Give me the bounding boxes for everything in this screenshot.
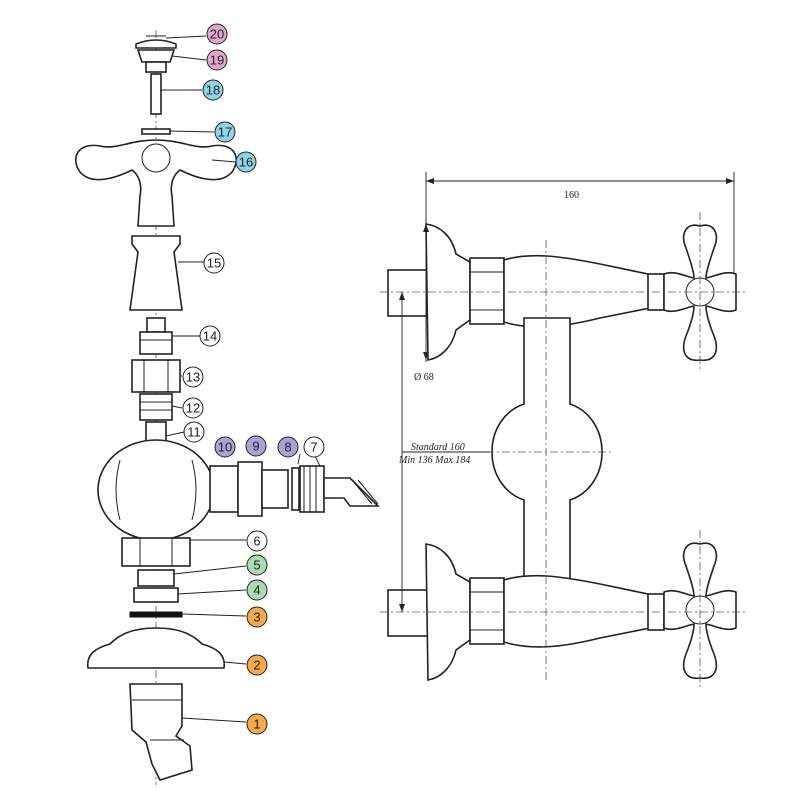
callout-circle-10: [214, 436, 236, 458]
part-10-nut: [237, 461, 263, 517]
standard-distance-label: Standard 160: [411, 442, 465, 453]
callout-circle-16: [235, 151, 257, 173]
callout-9: 9: [245, 435, 267, 457]
callout-number-15: 15: [207, 256, 221, 271]
callout-number-7: 7: [310, 440, 317, 455]
part-8-o-ring: [291, 467, 300, 511]
callout-circle-4: [246, 579, 268, 601]
width-label: 160: [564, 190, 579, 201]
callout-number-3: 3: [253, 610, 260, 625]
centre-distance-dimension: Standard 160 Min 136 Max 184: [398, 292, 490, 612]
callout-15: 15: [203, 252, 225, 274]
callout-number-20: 20: [210, 27, 224, 42]
part-17-washer: [141, 128, 171, 135]
callout-circle-20: [206, 23, 228, 45]
callout-circle-2: [246, 654, 268, 676]
callout-circle-5: [246, 554, 268, 576]
part-14-cartridge: [139, 317, 173, 355]
part-6-lower-nut: [121, 537, 191, 567]
callout-number-8: 8: [284, 440, 291, 455]
callout-10: 10: [214, 436, 236, 458]
callout-circle-8: [277, 436, 299, 458]
callout-number-11: 11: [187, 425, 201, 440]
callout-12: 12: [182, 397, 204, 419]
assembled-view: 160: [380, 172, 748, 690]
callout-circle-19: [206, 49, 228, 71]
callout-8: 8: [277, 436, 299, 458]
part-13-hex-nut: [131, 359, 181, 393]
lower-inlet: [387, 543, 505, 681]
central-body: [491, 317, 603, 589]
upper-arm: [503, 254, 665, 328]
part-20-cap: [135, 35, 177, 49]
callout-number-6: 6: [253, 534, 260, 549]
callout-16: 16: [235, 151, 257, 173]
callout-circle-14: [199, 325, 221, 347]
callout-number-9: 9: [252, 439, 259, 454]
part-3-seal: [129, 611, 183, 618]
exploded-view: 20 19 18 17 16 15 14 13 12 11 10 9 8 7 6 5 4 3 2 1: [75, 23, 380, 785]
callout-number-1: 1: [253, 717, 260, 732]
part-18-screw-stem: [150, 73, 162, 115]
callout-number-17: 17: [218, 125, 232, 140]
callout-1: 1: [246, 713, 268, 735]
callout-4: 4: [246, 579, 268, 601]
part-15-shroud: [129, 235, 183, 311]
callout-13: 13: [182, 366, 204, 388]
part-1-eccentric-fitting: [129, 683, 193, 781]
diameter-dimension: Ø 68: [414, 220, 434, 383]
part-4-washer: [133, 587, 179, 603]
callout-circle-15: [203, 252, 225, 274]
callout-number-19: 19: [210, 53, 224, 68]
part-19-screw-head: [136, 49, 176, 73]
range-distance-label: Min 136 Max 184: [398, 455, 470, 466]
callout-circle-18: [202, 79, 224, 101]
callout-5: 5: [246, 554, 268, 576]
callout-number-13: 13: [186, 370, 200, 385]
assembly-center-lines: [380, 212, 748, 690]
callout-number-14: 14: [203, 329, 217, 344]
callout-11: 11: [183, 421, 205, 443]
callout-2: 2: [246, 654, 268, 676]
callout-circle-17: [214, 121, 236, 143]
callout-circle-3: [246, 606, 268, 628]
callout-circle-13: [182, 366, 204, 388]
part-7-hose-fitting: [299, 465, 380, 513]
callout-circle-6: [246, 530, 268, 552]
callout-number-16: 16: [239, 155, 253, 170]
callout-19: 19: [206, 49, 228, 71]
part-16-cross-handle: [75, 139, 237, 227]
part-5-connector: [137, 569, 175, 587]
callout-number-5: 5: [253, 558, 260, 573]
callout-circle-12: [182, 397, 204, 419]
lower-arm: [503, 574, 665, 648]
callout-20: 20: [206, 23, 228, 45]
part-9-union: [261, 469, 289, 509]
diameter-label: Ø 68: [414, 372, 434, 383]
callout-number-10: 10: [218, 440, 232, 455]
callout-17: 17: [214, 121, 236, 143]
callout-circle-1: [246, 713, 268, 735]
leader-lines: [160, 35, 321, 723]
part-2-wall-flange: [86, 627, 226, 669]
callout-number-12: 12: [186, 401, 200, 416]
part-callouts: 20 19 18 17 16 15 14 13 12 11 10 9 8 7 6 5 4 3 2 1: [182, 23, 325, 735]
callout-circle-7: [303, 436, 325, 458]
callout-6: 6: [246, 530, 268, 552]
callout-circle-9: [245, 435, 267, 457]
callout-number-18: 18: [206, 83, 220, 98]
callout-18: 18: [202, 79, 224, 101]
callout-3: 3: [246, 606, 268, 628]
callout-circle-11: [183, 421, 205, 443]
part-12-bush: [139, 393, 173, 421]
callout-14: 14: [199, 325, 221, 347]
callout-number-4: 4: [253, 583, 260, 598]
callout-7: 7: [303, 436, 325, 458]
callout-number-2: 2: [253, 658, 260, 673]
